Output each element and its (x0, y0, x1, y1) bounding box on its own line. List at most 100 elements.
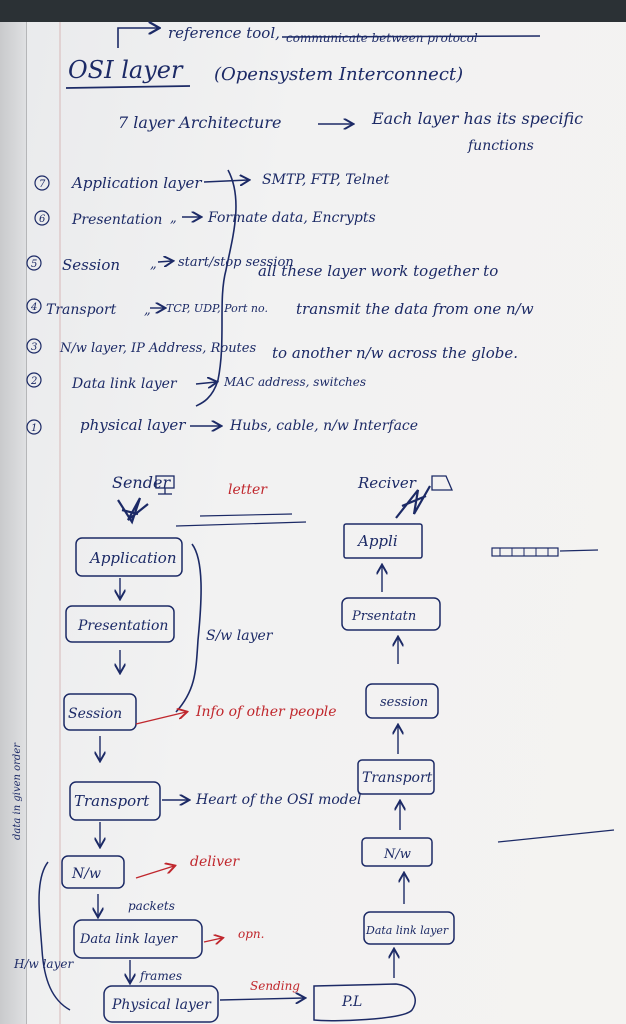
sender-stack: Application Presentation Session Transpo… (61, 537, 219, 1023)
architecture-text: 7 layer Architecture (118, 113, 281, 132)
svg-text:1: 1 (31, 423, 37, 434)
list-brace (195, 169, 237, 407)
top-arrow (117, 28, 158, 48)
receiver-box (357, 759, 435, 795)
receiver-box (341, 597, 441, 631)
receiver-box (361, 837, 433, 867)
svg-text:Data link layer: Data link layer (71, 376, 178, 392)
hw-brace (38, 861, 71, 1011)
svg-text:6: 6 (39, 214, 46, 225)
sender-box (73, 919, 203, 959)
list-item: 2 Data link layer MAC address, switches (26, 372, 366, 392)
together-line1: all these layer work together to (258, 262, 498, 280)
receiver-box-label: Data link layer (365, 924, 449, 937)
svg-text:SMTP, FTP, Telnet: SMTP, FTP, Telnet (262, 172, 390, 188)
top-note-struck: communicate between protocol (286, 31, 478, 45)
svg-text:Hubs, cable, n/w Interface: Hubs, cable, n/w Interface (229, 418, 418, 434)
svg-text:N/w layer, IP Address, Routes: N/w layer, IP Address, Routes (59, 341, 256, 356)
red-arrow (135, 712, 186, 725)
computer-icon (155, 475, 175, 495)
receiver-box (313, 983, 416, 1022)
receiver-box (365, 683, 439, 719)
receiver-box-label: N/w (383, 847, 411, 862)
svg-text:physical layer: physical layer (80, 416, 186, 434)
svg-text:„: „ (150, 257, 157, 272)
divider (497, 829, 615, 843)
list-item: 1 physical layer Hubs, cable, n/w Interf… (26, 416, 418, 435)
page-title: OSI layer (68, 56, 184, 84)
sw-brace (175, 543, 202, 713)
sender-box-label: Presentation (77, 618, 168, 634)
sender-box (75, 537, 183, 577)
list-item: 4 Transport „ TCP, UDP, Port no. (26, 298, 268, 318)
svg-text:5: 5 (31, 259, 37, 270)
sender-box (63, 693, 137, 731)
svg-text:3: 3 (31, 342, 37, 353)
svg-text:Transport: Transport (46, 302, 117, 318)
sender-box (69, 781, 161, 821)
page-binding-edge (0, 0, 27, 1024)
red-arrow (203, 938, 222, 942)
sender-box (103, 985, 219, 1023)
together-line2: transmit the data from one n/w (296, 300, 534, 318)
dark-background-strip (0, 0, 626, 22)
svg-text:MAC address, switches: MAC address, switches (223, 375, 366, 389)
svg-text:Application layer: Application layer (70, 174, 202, 192)
each-layer-line1: Each layer has its specific (371, 109, 583, 128)
list-item: 6 Presentation „ Formate data, Encrypts (34, 210, 376, 228)
svg-text:Formate data, Encrypts: Formate data, Encrypts (207, 210, 376, 226)
side-note: data in given order (12, 742, 23, 840)
sender-box-label: N/w (71, 866, 101, 882)
receiver-stack: Appli Prsentatn session Transport N/w Da… (313, 523, 455, 1022)
hw-layer-label: H/w layer (13, 957, 74, 971)
receiver-box-label: session (380, 695, 428, 710)
strike-line (281, 35, 541, 38)
svg-text:2: 2 (30, 376, 37, 387)
svg-text:start/stop session: start/stop session (178, 255, 294, 270)
svg-text:Presentation: Presentation (71, 212, 162, 228)
sending-label: Sending (250, 979, 300, 993)
each-layer-line2: functions (467, 138, 534, 154)
receiver-box (343, 523, 423, 559)
svg-text:„: „ (144, 303, 151, 318)
together-line3: to another n/w across the globe. (272, 344, 518, 362)
list-item: 7 Application layer SMTP, FTP, Telnet (34, 172, 390, 192)
sw-layer-label: S/w layer (206, 628, 274, 644)
list-item: 5 Session „ start/stop session (26, 255, 294, 274)
receiver-box (363, 911, 455, 945)
svg-text:TCP, UDP, Port no.: TCP, UDP, Port no. (166, 302, 268, 315)
title-expansion: (Opensystem Interconnect) (214, 64, 463, 85)
svg-text:„: „ (170, 211, 177, 226)
scribble-mark (395, 485, 431, 519)
sender-box-label: Transport (74, 792, 150, 810)
list-item: 3 N/w layer, IP Address, Routes (26, 338, 256, 356)
receiver-box-label: P.L (341, 994, 362, 1010)
top-note: reference tool, (168, 24, 280, 42)
sender-box-label: Session (68, 706, 122, 722)
sender-box (65, 605, 175, 643)
heart-label: Heart of the OSI model (195, 792, 362, 808)
red-arrow (135, 866, 174, 879)
sender-box-label: Data link layer (79, 932, 178, 947)
title-underline (65, 85, 191, 89)
receiver-label: Reciver (357, 474, 417, 492)
receiver-box-label: Appli (356, 532, 398, 550)
letter-label: letter (228, 482, 268, 498)
sender-box-label: Application (88, 549, 177, 567)
info-other-label: Info of other people (195, 704, 337, 720)
sender-box-label: Physical layer (111, 997, 212, 1013)
receiver-box-label: Prsentatn (351, 609, 416, 624)
deliver-label: deliver (190, 854, 240, 870)
sender-box (61, 855, 125, 889)
svg-text:4: 4 (30, 302, 37, 313)
sending-arrow (219, 998, 304, 1000)
divider (199, 513, 293, 517)
svg-text:7: 7 (39, 179, 46, 190)
frames-label: frames (139, 969, 182, 983)
svg-text:Session: Session (62, 256, 120, 274)
packets-label: packets (128, 899, 175, 913)
opn-label: opn. (238, 927, 264, 941)
computer-icon (431, 475, 453, 491)
